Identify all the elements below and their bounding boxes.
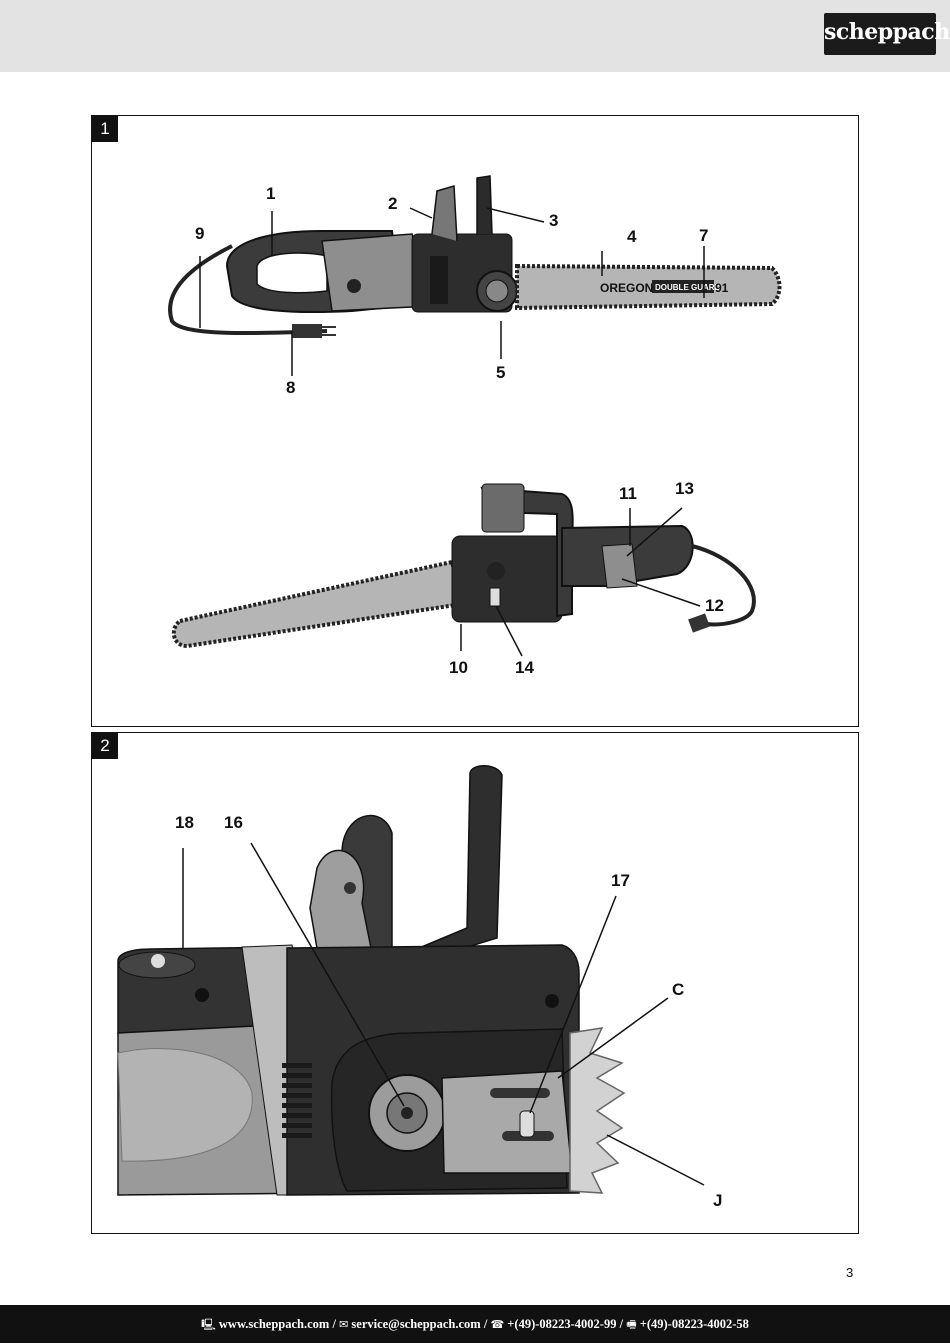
figure-number: 1 [92, 116, 118, 142]
callout-C: C [672, 980, 685, 999]
page-header: scheppach [0, 0, 950, 72]
chainsaw-lower [171, 483, 756, 657]
callout-11: 11 [619, 484, 637, 503]
chainsaw-side-views-illustration: OREGON DOUBLE GUARD 91 [168, 175, 782, 657]
footer-separator: / [483, 1317, 488, 1331]
figure-2-panel: 2 [91, 732, 859, 1234]
footer-separator: / [619, 1317, 624, 1331]
callout-9: 9 [195, 224, 205, 243]
callout-1: 1 [266, 184, 276, 203]
callout-8: 8 [286, 378, 296, 397]
callout-17: 17 [611, 871, 630, 890]
figure-number: 2 [92, 733, 118, 759]
bar-number-text: 91 [715, 281, 729, 295]
envelope-icon: ✉ [339, 1318, 349, 1331]
callout-5: 5 [496, 363, 506, 382]
footer-website[interactable]: www.scheppach.com [218, 1317, 330, 1331]
telephone-icon: ☎ [490, 1318, 505, 1331]
callout-18: 18 [175, 813, 194, 832]
logo-text: scheppach [824, 19, 950, 45]
computer-icon: 🖳 [201, 1318, 216, 1331]
callout-4: 4 [627, 227, 637, 246]
callout-2: 2 [388, 194, 398, 213]
fax-icon: 🖷 [626, 1318, 637, 1331]
callout-J: J [713, 1191, 723, 1210]
footer-email[interactable]: service@scheppach.com [351, 1317, 481, 1331]
footer-fax: +(49)-08223-4002-58 [639, 1317, 749, 1331]
page-number: 3 [846, 1265, 854, 1280]
chain-tension-detail-illustration [117, 765, 705, 1196]
callout-16: 16 [224, 813, 243, 832]
footer-separator: / [332, 1317, 336, 1331]
footer-phone: +(49)-08223-4002-99 [507, 1317, 617, 1331]
callout-7: 7 [699, 226, 709, 245]
callout-3: 3 [549, 211, 559, 230]
scheppach-logo: scheppach [824, 13, 950, 55]
footer-contact-bar: 🖳 www.scheppach.com / ✉ service@scheppac… [0, 1305, 950, 1343]
figure-1-panel: 1 OREGON DOUBLE GUAR [91, 115, 859, 727]
callout-10: 10 [449, 658, 468, 677]
chainsaw-upper: OREGON DOUBLE GUARD 91 [168, 175, 782, 376]
bar-brand-text: OREGON [600, 281, 653, 295]
bar-model-text: DOUBLE GUARD [655, 283, 721, 292]
callout-13: 13 [675, 479, 694, 498]
callout-12: 12 [705, 596, 724, 615]
callout-14: 14 [515, 658, 534, 677]
